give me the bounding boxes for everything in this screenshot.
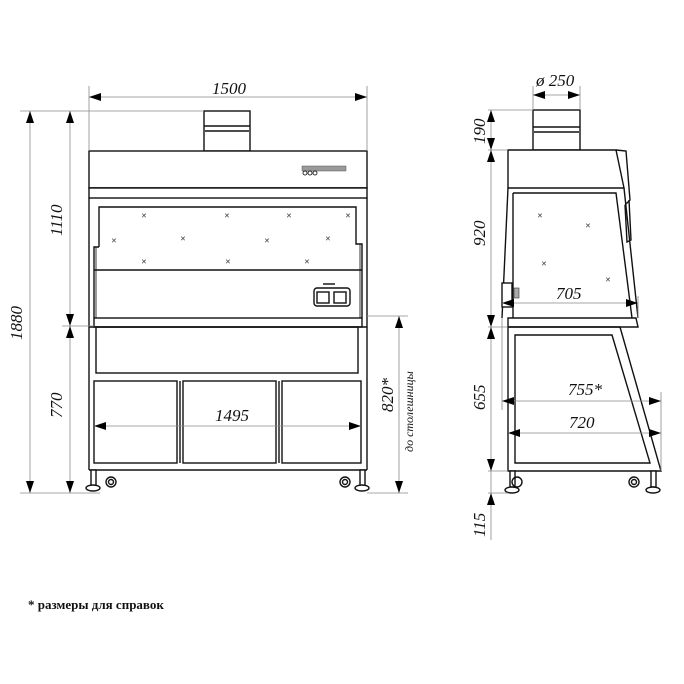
side-exhaust-duct: [532, 109, 581, 151]
dimension-depth-705: 705: [502, 284, 639, 318]
label-upper-height-920: 920: [470, 220, 489, 246]
worktop: [93, 317, 363, 328]
cabinet-door-left: [93, 380, 178, 464]
electrical-socket-panel: [313, 283, 351, 307]
label-depth-755: 755*: [568, 380, 603, 399]
dimension-worktop-820: 820* до столешницы: [367, 315, 416, 494]
svg-text:✕: ✕: [605, 276, 611, 284]
svg-text:✕: ✕: [537, 212, 543, 220]
label-height-770: 770: [47, 392, 66, 418]
glass-reflection-marks: ✕ ✕ ✕ ✕ ✕ ✕ ✕ ✕ ✕ ✕ ✕: [111, 212, 351, 266]
sash-window: [98, 206, 363, 318]
dimension-height-1880: 1880: [7, 111, 34, 493]
label-worktop-820: 820*: [378, 378, 397, 413]
side-glass-marks: ✕ ✕ ✕ ✕: [537, 212, 611, 284]
label-width-1495: 1495: [215, 406, 249, 425]
label-height-1880: 1880: [7, 306, 26, 341]
footnote: * размеры для справок: [28, 597, 164, 612]
dimension-height-1110: 1110 770: [47, 111, 74, 493]
side-view: ✕ ✕ ✕ ✕ ø 250: [470, 71, 662, 540]
dimension-depth-755: 755*: [501, 318, 662, 471]
front-view: ✕ ✕ ✕ ✕ ✕ ✕ ✕ ✕ ✕ ✕ ✕: [7, 79, 416, 494]
label-depth-705: 705: [556, 284, 582, 303]
dimension-depth-720: 720: [508, 413, 661, 437]
label-duct-250: ø 250: [535, 71, 575, 90]
apron-panel: [95, 326, 359, 374]
label-height-1110: 1110: [47, 204, 66, 236]
label-width-1500: 1500: [212, 79, 247, 98]
dimension-width-1500: 1500: [88, 79, 368, 151]
label-lower-height-655: 655: [470, 385, 489, 411]
cabinet-door-right: [281, 380, 362, 464]
side-sash: [513, 192, 633, 319]
cabinet-door-center: [182, 380, 277, 464]
svg-text:✕: ✕: [225, 258, 231, 266]
svg-text:✕: ✕: [345, 212, 351, 220]
side-worktop: [507, 317, 639, 328]
svg-text:✕: ✕: [304, 258, 310, 266]
svg-text:✕: ✕: [111, 237, 117, 245]
svg-text:✕: ✕: [286, 212, 292, 220]
svg-text:✕: ✕: [141, 258, 147, 266]
svg-text:✕: ✕: [541, 260, 547, 268]
side-base-frame: [507, 326, 662, 472]
svg-text:✕: ✕: [325, 235, 331, 243]
svg-text:✕: ✕: [141, 212, 147, 220]
legs-and-castors: [85, 469, 370, 492]
control-panel-strip: [301, 165, 347, 176]
svg-text:✕: ✕: [224, 212, 230, 220]
svg-text:✕: ✕: [180, 235, 186, 243]
label-leg-height-115: 115: [470, 513, 489, 537]
svg-text:✕: ✕: [264, 237, 270, 245]
side-hood: [507, 149, 625, 189]
label-duct-height-190: 190: [470, 118, 489, 144]
dimension-vertical-stack-side: 190 920 655 115: [470, 110, 495, 540]
label-depth-720: 720: [569, 413, 595, 432]
svg-text:✕: ✕: [585, 222, 591, 230]
side-legs-and-castors: [504, 470, 661, 494]
label-worktop-note: до столешницы: [402, 371, 416, 452]
dimension-duct-250: ø 250: [532, 71, 581, 110]
base-cabinet: [89, 380, 367, 471]
dimension-width-1495: 1495: [94, 406, 361, 430]
